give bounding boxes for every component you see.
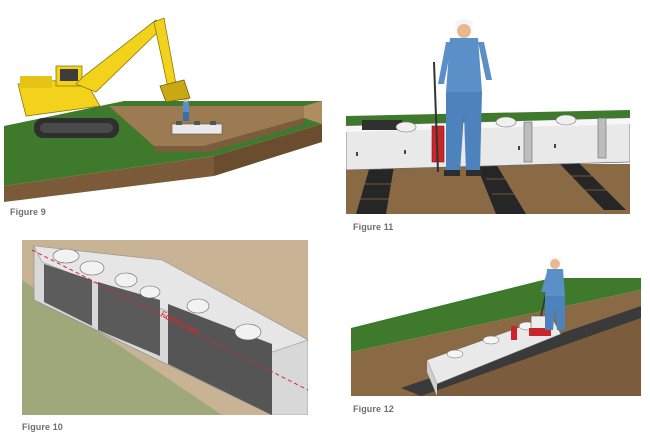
figure-12-caption: Figure 12: [353, 404, 394, 414]
figure-12-illustration: [351, 248, 641, 396]
figure-9-caption: Figure 9: [10, 207, 46, 217]
figure-10-caption: Figure 10: [22, 422, 63, 432]
figure-11-caption: Figure 11: [353, 222, 394, 232]
figure-9-illustration: [4, 6, 322, 202]
figure-10-illustration: Form Line: [22, 240, 308, 415]
figure-11-illustration: [346, 14, 630, 214]
